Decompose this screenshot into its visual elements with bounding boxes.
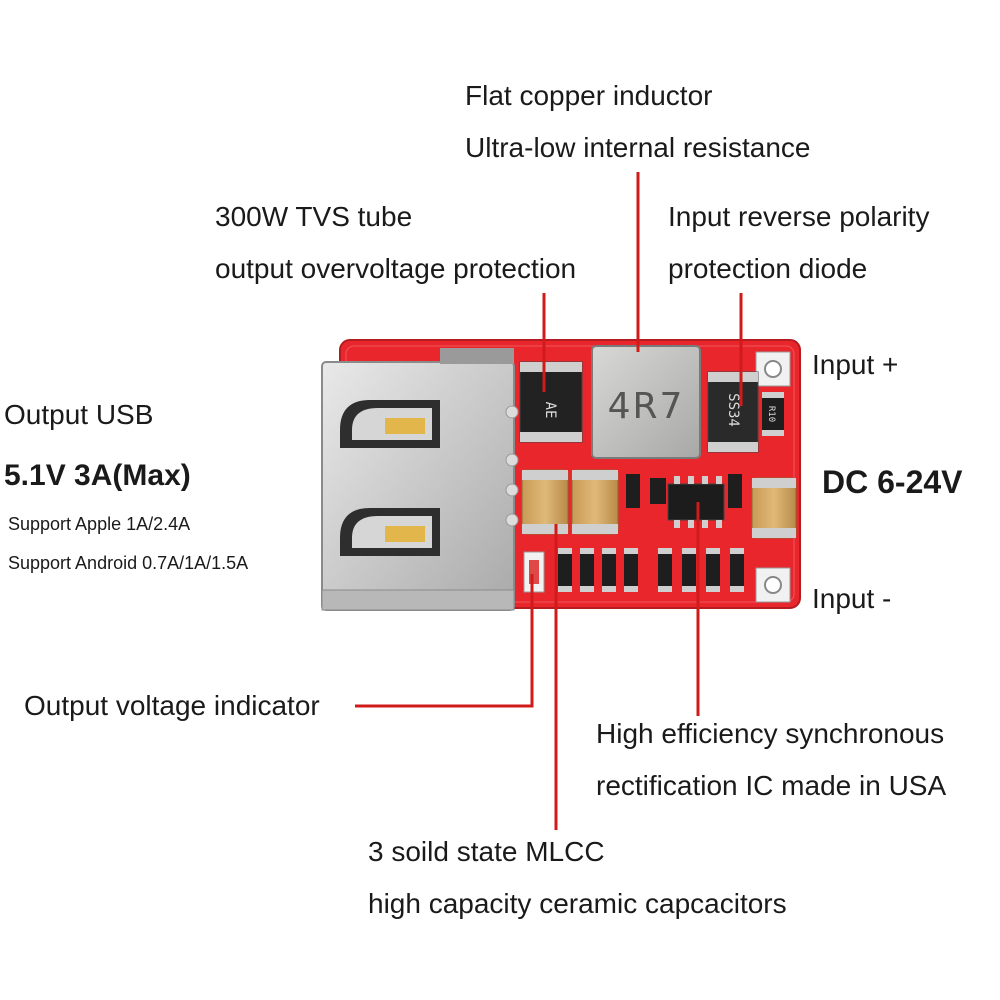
mlcc-title: 3 soild state MLCC <box>368 836 605 867</box>
ic-subtitle: rectification IC made in USA <box>596 770 947 801</box>
svg-text:4R7: 4R7 <box>608 386 685 427</box>
input-plus-label: Input + <box>812 349 899 380</box>
dc-range-label: DC 6-24V <box>822 464 963 500</box>
inductor-subtitle: Ultra-low internal resistance <box>465 132 811 163</box>
mlcc-capacitor-2 <box>571 469 619 535</box>
svg-text:R10: R10 <box>766 406 776 422</box>
indicator-label: Output voltage indicator <box>24 690 320 721</box>
inductor: 4R7 <box>591 345 701 459</box>
tvs-diode: AE <box>519 361 583 443</box>
mlcc-capacitor-1 <box>521 469 569 535</box>
input-plus-pad <box>755 351 791 387</box>
leader-lines <box>355 172 743 830</box>
leader-indicator <box>355 574 534 708</box>
usb-connector <box>321 348 515 611</box>
support-android-label: Support Android 0.7A/1A/1.5A <box>8 553 249 573</box>
tvs-title: 300W TVS tube <box>215 201 413 232</box>
input-minus-pad <box>755 567 791 603</box>
smd-row-upper <box>626 474 742 508</box>
vias <box>505 405 519 527</box>
tvs-subtitle: output overvoltage protection <box>215 253 577 284</box>
protection-diode: SS34 <box>707 371 759 453</box>
diode-title: Input reverse polarity <box>668 201 930 232</box>
svg-text:AE: AE <box>542 402 558 419</box>
diode-subtitle: protection diode <box>668 253 868 284</box>
sync-rectifier-ic <box>667 476 725 528</box>
output-usb-label: Output USB <box>4 399 154 430</box>
mlcc-capacitor-3 <box>751 477 797 539</box>
inductor-title: Flat copper inductor <box>465 80 713 111</box>
output-spec-label: 5.1V 3A(Max) <box>4 459 191 492</box>
mlcc-subtitle: high capacity ceramic capcacitors <box>368 888 787 919</box>
support-apple-label: Support Apple 1A/2.4A <box>8 514 191 534</box>
smd-row-lower <box>523 548 744 593</box>
input-minus-label: Input - <box>812 583 892 614</box>
svg-text:SS34: SS34 <box>725 393 741 427</box>
ic-title: High efficiency synchronous <box>596 718 945 749</box>
resistor: R10 <box>762 392 784 436</box>
